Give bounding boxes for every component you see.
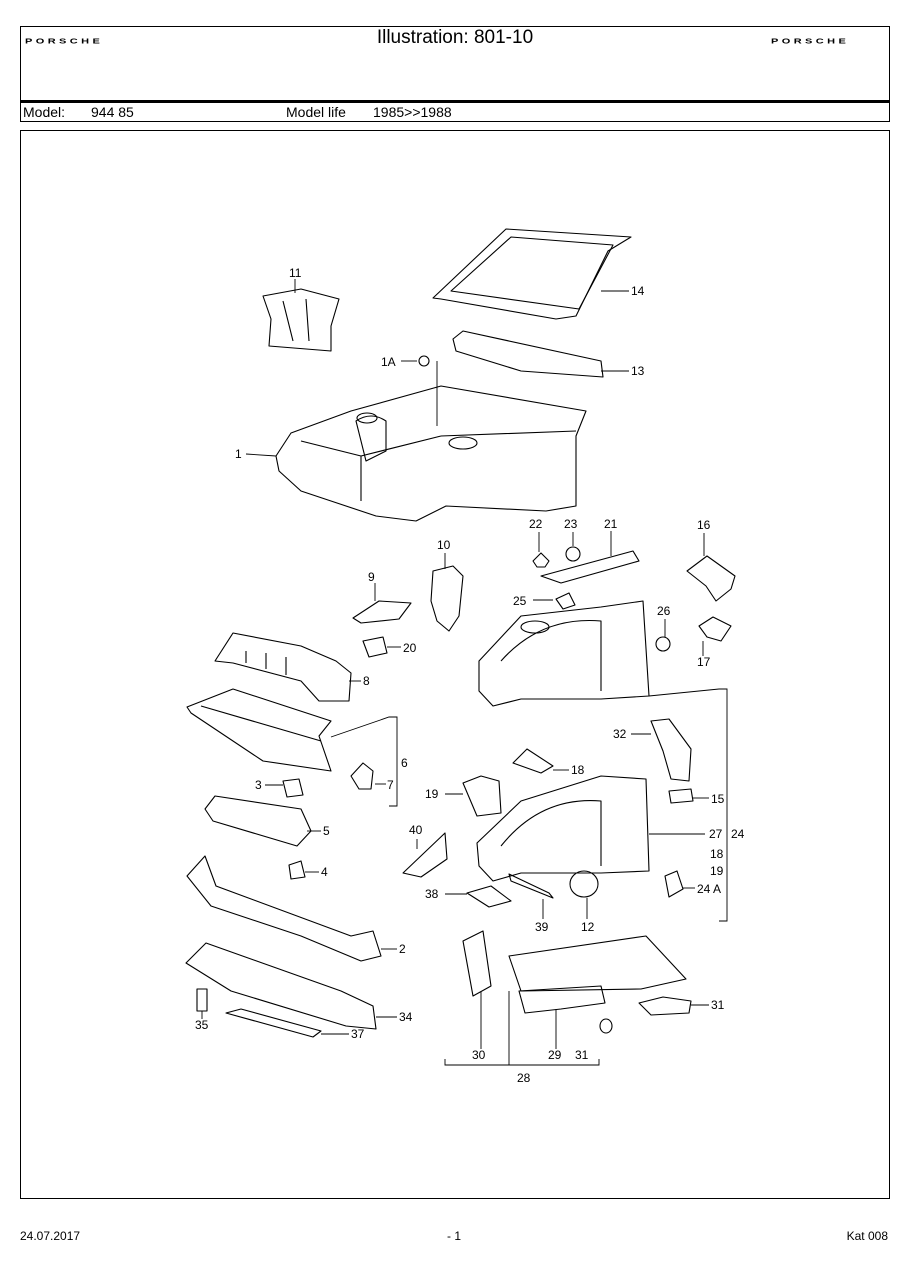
part-21-22-23-group [532,531,640,584]
callout-11: 11 [289,266,302,280]
callout-18a: 18 [571,763,585,777]
callout-29: 29 [548,1048,562,1062]
porsche-logo-left: PORSCHE [25,37,104,46]
callout-19b: 19 [710,864,724,878]
part-8-radiator-support [214,632,361,702]
callout-22: 22 [529,517,543,531]
part-34-underbody-panel [185,942,397,1038]
callout-19a: 19 [425,787,439,801]
page-header: PORSCHE Illustration: 801-10 PORSCHE Mod… [20,26,890,122]
callout-13: 13 [631,364,645,378]
part-13-cowl-panel [452,330,629,378]
part-6-front-panel [186,688,398,807]
callout-1a: 1A [381,355,396,369]
callout-17: 17 [697,655,711,669]
callout-2: 2 [399,942,406,956]
part-38-39-12-group [445,870,599,919]
callout-7: 7 [387,778,394,792]
callout-3: 3 [255,778,262,792]
part-27-inner-wheel-house [445,748,705,882]
callout-32: 32 [613,727,627,741]
callout-27: 27 [709,827,723,841]
part-10-pillar-bracket [430,553,464,632]
callout-4: 4 [321,865,328,879]
callout-5: 5 [323,824,330,838]
callout-31a: 31 [711,998,725,1012]
part-5-crossmember [204,795,321,847]
callout-40: 40 [409,823,423,837]
callout-15: 15 [711,792,725,806]
callout-37: 37 [351,1027,365,1041]
model-value: 944 85 [91,104,134,120]
callout-8: 8 [363,674,370,688]
callout-12: 12 [581,920,595,934]
part-1-front-body [245,385,587,522]
callout-9: 9 [368,570,375,584]
callout-24: 24 [731,827,745,841]
illustration-frame: 11 14 1A 13 1 22 23 21 16 10 9 25 26 20 … [20,130,890,1199]
callout-20: 20 [403,641,417,655]
callout-21: 21 [604,517,618,531]
header-divider [21,100,889,103]
model-info-row: Model: 944 85 Model life 1985>>1988 [21,103,889,121]
callout-34: 34 [399,1010,413,1024]
callout-30: 30 [472,1048,486,1062]
exploded-parts-diagram: 11 14 1A 13 1 22 23 21 16 10 9 25 26 20 … [185,228,745,1085]
callout-26: 26 [657,604,671,618]
callout-labels: 11 14 1A 13 1 22 23 21 16 10 9 25 26 20 … [195,266,745,1085]
part-32-15-24a-group [631,718,709,898]
porsche-logo-right: PORSCHE [771,37,850,46]
callout-14: 14 [631,284,645,298]
model-label: Model: [23,104,66,120]
callout-24a: 24 A [697,882,721,896]
callout-6: 6 [401,756,408,770]
part-2-front-crossmember [186,855,397,962]
part-20-clip [362,636,401,658]
model-life-value: 1985>>1988 [373,104,452,120]
part-28-floor-assembly [444,930,709,1066]
part-9-mount [352,583,412,624]
part-16-bracket [686,533,736,602]
callout-10: 10 [437,538,451,552]
callout-25: 25 [513,594,527,608]
callout-16: 16 [697,518,711,532]
part-11-bracket [262,279,340,352]
illustration-title: Illustration: 801-10 [376,27,534,48]
part-1a-clip [401,355,438,426]
callout-39: 39 [535,920,549,934]
part-4-mount [288,860,319,880]
part-3-bumper-stop [265,778,304,798]
callout-35: 35 [195,1018,209,1032]
footer-date: 24.07.2017 [20,1229,81,1243]
callout-31b: 31 [575,1048,589,1062]
callout-18b: 18 [710,847,724,861]
footer-catalog: Kat 008 [846,1229,888,1243]
model-life-label: Model life [286,104,346,120]
callout-28: 28 [517,1071,531,1085]
part-24-wheel-house [478,592,732,922]
footer-page: - 1 [447,1229,462,1243]
callout-23: 23 [564,517,578,531]
part-40-gusset [402,832,448,878]
callout-38: 38 [425,887,439,901]
part-14-windshield-frame [432,228,632,320]
callout-1: 1 [235,447,242,461]
